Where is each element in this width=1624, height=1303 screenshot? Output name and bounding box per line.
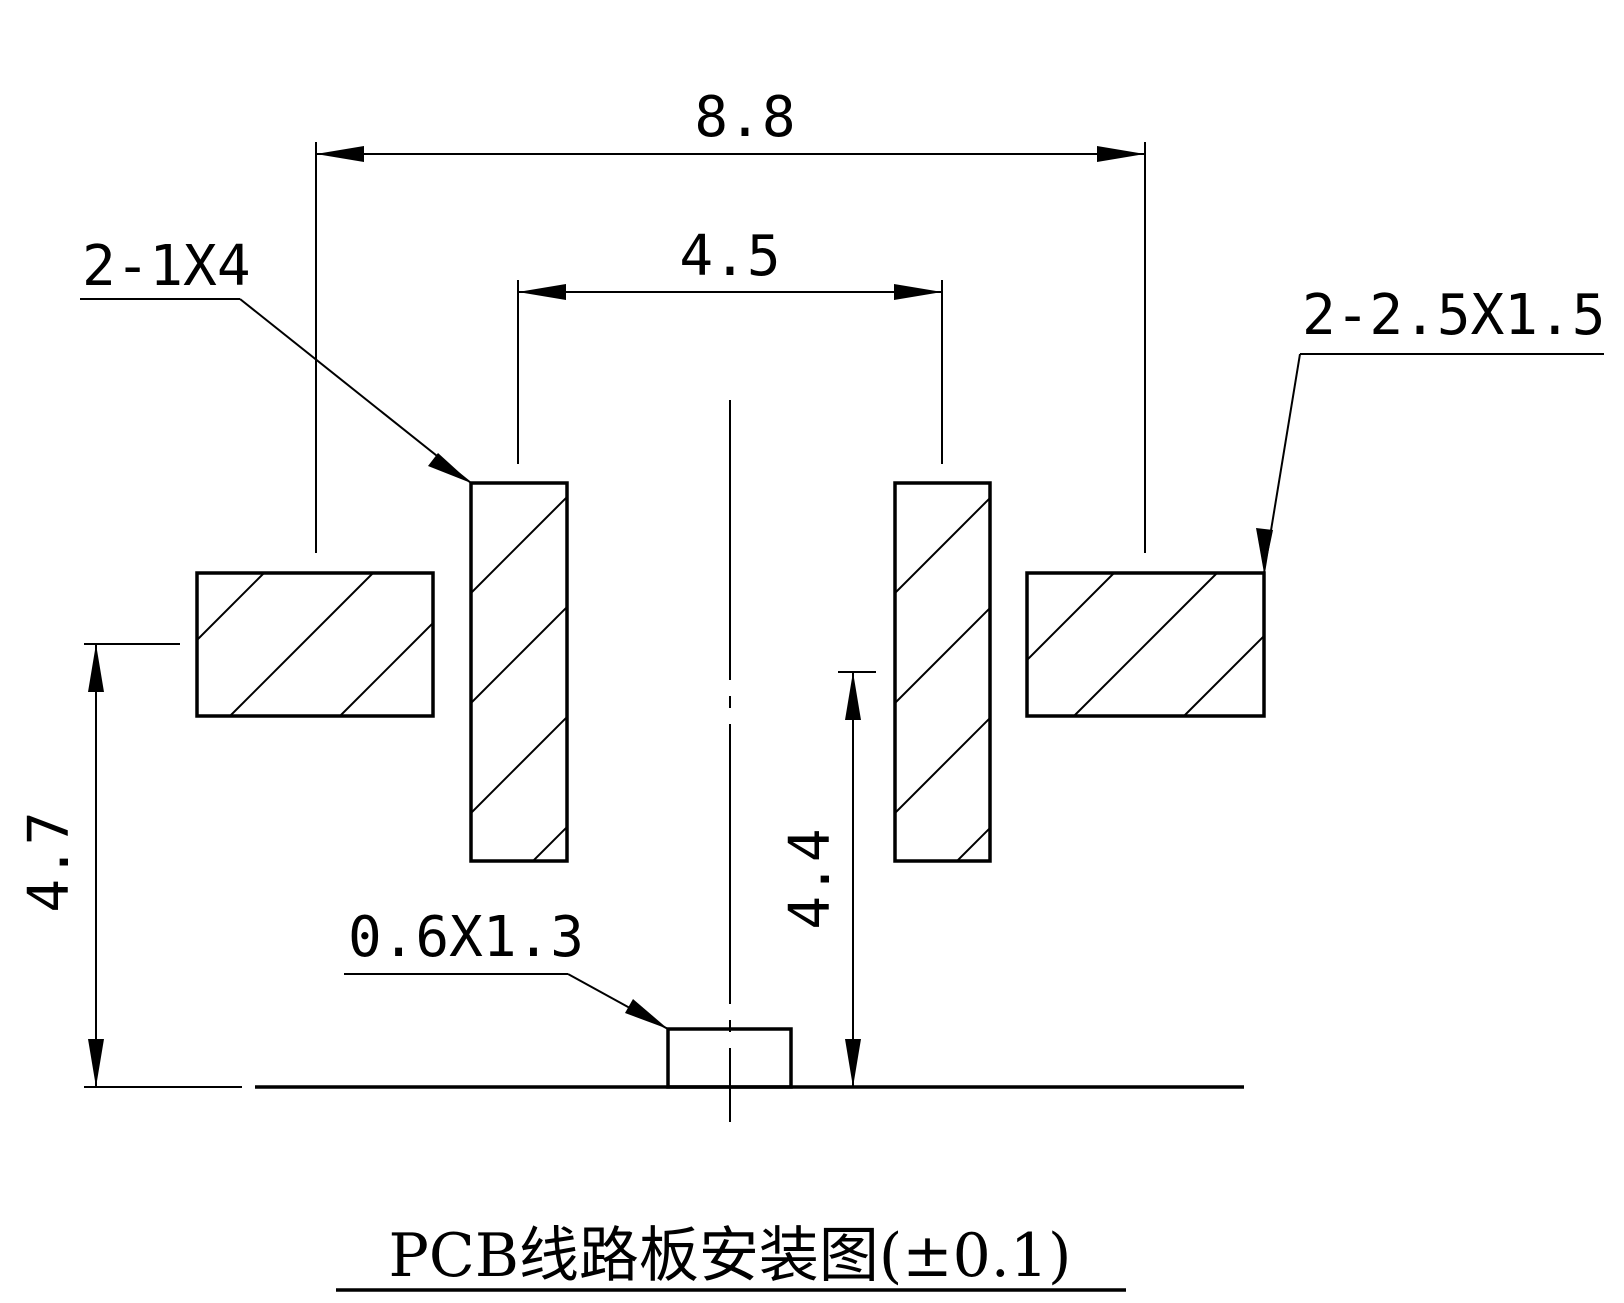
callout-bottom-pad: 0.6X1.3 — [344, 905, 669, 1030]
dimension-right-height: 4.4 — [778, 671, 876, 1087]
callout-outer-pads-label: 2-2.5X1.5 — [1302, 283, 1605, 348]
dimension-outer-width: 8.8 — [315, 85, 1146, 553]
drawing-caption-text: PCB线路板安装图(±0.1) — [389, 1221, 1072, 1291]
dimension-outer-width-label: 8.8 — [694, 85, 795, 150]
dimension-inner-width-label: 4.5 — [679, 224, 780, 289]
right-inner-pad — [893, 481, 992, 863]
dimension-left-height-label: 4.7 — [17, 811, 82, 912]
dimension-right-height-label: 4.4 — [778, 828, 843, 929]
left-inner-pad — [469, 481, 569, 863]
right-outer-pad — [1025, 571, 1266, 718]
callout-bottom-pad-label: 0.6X1.3 — [348, 905, 584, 970]
dimension-left-height: 4.7 — [17, 643, 242, 1088]
left-outer-pad — [195, 571, 435, 718]
drawing-caption: PCB线路板安装图(±0.1) — [336, 1221, 1126, 1292]
callout-outer-pads: 2-2.5X1.5 — [1256, 283, 1605, 574]
dimension-inner-width: 4.5 — [517, 224, 943, 464]
callout-inner-pads-label: 2-1X4 — [82, 234, 251, 299]
callout-inner-pads: 2-1X4 — [80, 234, 472, 484]
